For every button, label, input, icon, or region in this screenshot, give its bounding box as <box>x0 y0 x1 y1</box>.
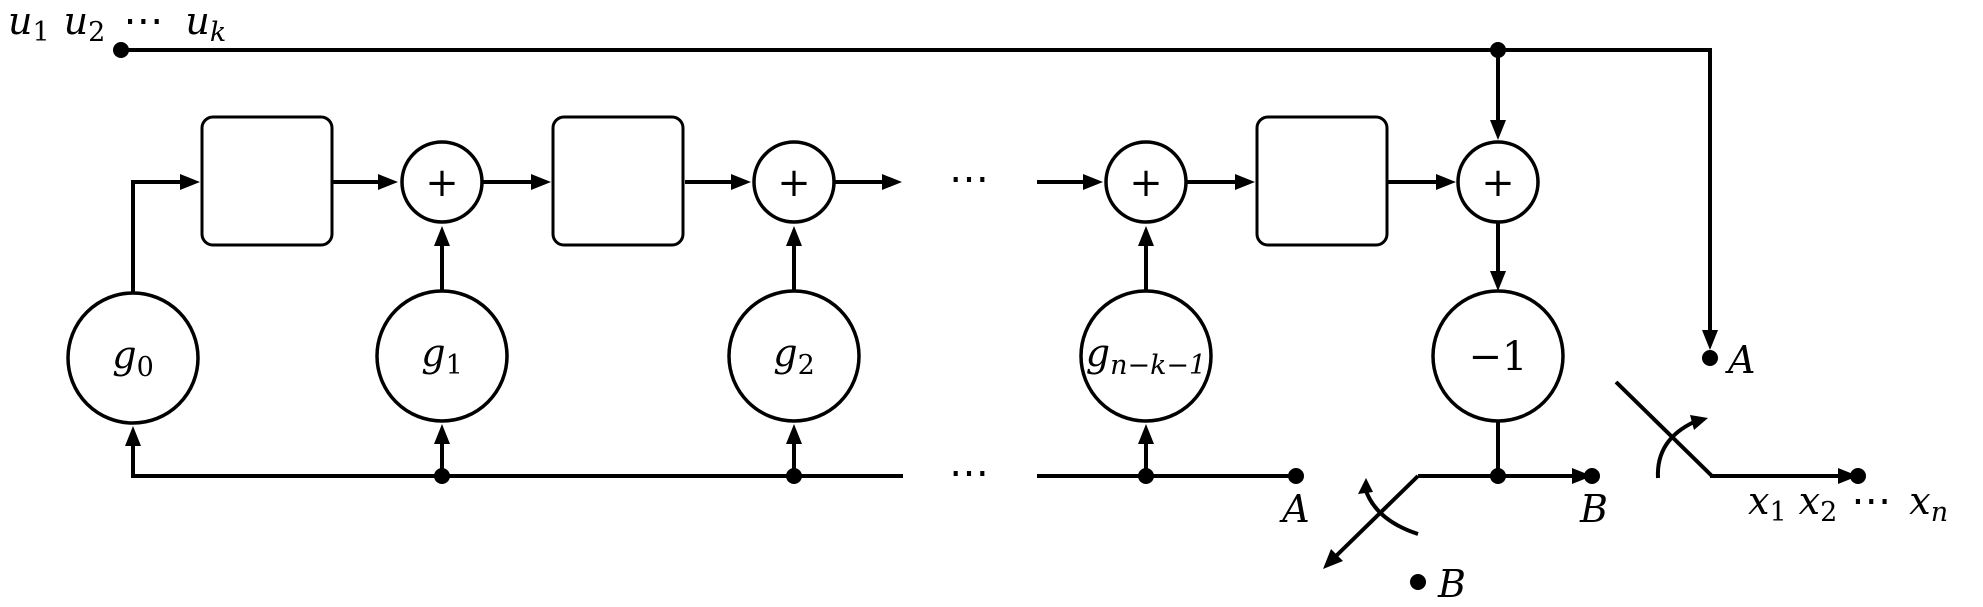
output-ellipsis: ⋯ <box>1851 478 1897 524</box>
arrow-input-to-a <box>1702 330 1718 350</box>
coefficient-g0-base: g <box>112 333 136 377</box>
shift-register-1 <box>200 115 334 247</box>
adder-3-symbol: + <box>1129 160 1163 206</box>
feedback-junction-1 <box>434 468 450 484</box>
arrow-g3-up <box>1138 226 1154 246</box>
switch1-label-b: B <box>1437 562 1466 606</box>
shift-registers <box>200 115 1389 247</box>
output-xn-base: x <box>1909 479 1930 523</box>
adder-1-symbol: + <box>425 160 459 206</box>
arrow-into-reg2 <box>531 174 551 190</box>
adder-4 <box>1456 140 1540 224</box>
coefficient-g1-sub: 1 <box>446 350 463 381</box>
switch2-label-a: A <box>1725 338 1755 382</box>
arrow-g1-up <box>434 226 450 246</box>
shift-register-3 <box>1255 115 1389 247</box>
arrow-feedback-g2 <box>786 424 802 444</box>
adder-2-symbol: + <box>777 160 811 206</box>
adder-4-symbol: + <box>1481 160 1515 206</box>
coefficient-gnk1 <box>1079 289 1213 423</box>
switch2-terminal-a <box>1702 350 1718 366</box>
coefficient-gnk1-base: g <box>1086 331 1110 375</box>
output-x2-base: x <box>1799 479 1820 523</box>
arrow-feedback-g0 <box>125 426 141 446</box>
input-u2-sub: 2 <box>88 17 105 48</box>
coefficient-gnk1-sub: n−k−1 <box>1110 350 1206 381</box>
feedback-junction-3 <box>1138 468 1154 484</box>
coefficient-g2-sub: 2 <box>798 350 815 381</box>
coefficient-gnk1-label: gn−k−1 <box>1086 331 1207 381</box>
coefficient-g1-label: g1 <box>421 331 463 381</box>
switch2-rotation-arrow <box>1690 415 1708 430</box>
input-ellipsis: ⋯ <box>123 0 169 44</box>
input-u1-base: u <box>8 0 32 43</box>
arrow-g2-up <box>786 226 802 246</box>
arrow-into-add1 <box>378 174 398 190</box>
wires <box>121 48 1840 558</box>
arrow-switch1-blade <box>1323 549 1343 569</box>
coefficient-g0 <box>66 291 200 425</box>
arrow-into-add4 <box>1436 174 1456 190</box>
coefficient-g1-base: g <box>421 331 445 375</box>
gain-output-junction <box>1490 468 1506 484</box>
input-uk-base: u <box>185 0 209 43</box>
arrow-to-b <box>1572 468 1592 484</box>
junction-dots <box>113 42 1866 590</box>
top-path-ellipsis: ⋯ <box>949 156 995 202</box>
switch1-blade <box>1334 474 1420 558</box>
coefficient-g2-base: g <box>773 331 797 375</box>
arrow-output <box>1838 468 1858 484</box>
output-sequence-label: x1 x2 ⋯ xn <box>1748 478 1948 528</box>
arrow-feedback-g1 <box>434 424 450 444</box>
coefficient-g0-sub: 0 <box>137 352 154 383</box>
output-x2-sub: 2 <box>1820 497 1837 528</box>
input-tap-junction <box>1490 42 1506 58</box>
adders: + + + + <box>400 140 1540 224</box>
input-uk-sub: k <box>210 17 226 48</box>
adder-1 <box>400 140 484 224</box>
input-u1-sub: 1 <box>32 17 49 48</box>
output-x1-base: x <box>1748 479 1769 523</box>
arrow-into-reg3 <box>1235 174 1255 190</box>
input-terminal <box>113 42 129 58</box>
switch2-label-b: B <box>1579 487 1608 531</box>
switch2-blade <box>1614 380 1714 478</box>
input-u2-base: u <box>64 0 88 43</box>
adder-3 <box>1104 140 1188 224</box>
input-sequence-label: u1 u2 ⋯ uk <box>8 0 226 48</box>
arrow-add4-to-gain <box>1490 271 1506 291</box>
output-xn-sub: n <box>1931 497 1948 528</box>
arrow-feedback-g3 <box>1138 424 1154 444</box>
adder-2 <box>752 140 836 224</box>
arrow-into-add3 <box>1083 174 1103 190</box>
feedback-gain-label: −1 <box>1469 334 1528 380</box>
switch1-rotation-arrow <box>1358 478 1373 494</box>
arrow-into-reg1 <box>180 174 200 190</box>
arrow-add2-out <box>882 174 902 190</box>
switch1-terminal-a <box>1288 468 1304 484</box>
arrow-into-add2 <box>731 174 751 190</box>
arrow-input-into-add4 <box>1490 120 1506 140</box>
coefficient-g2-label: g2 <box>773 331 815 381</box>
output-x1-sub: 1 <box>1769 497 1786 528</box>
bottom-path-ellipsis: ⋯ <box>949 450 995 496</box>
switch1-rotation-arc <box>1363 487 1419 536</box>
switch2-terminal-b <box>1584 468 1600 484</box>
feedback-gain-circle <box>1431 289 1565 423</box>
coefficient-g0-label: g0 <box>112 333 154 383</box>
output-terminal <box>1850 468 1866 484</box>
coefficient-g2 <box>727 289 861 423</box>
switch1-terminal-b <box>1410 574 1426 590</box>
switch2-rotation-arc <box>1655 420 1695 479</box>
feedback-junction-2 <box>786 468 802 484</box>
coefficient-multipliers: g0 g1 g2 gn−k−1 −1 <box>66 289 1565 425</box>
arrow-heads <box>125 120 1858 569</box>
coefficient-g1 <box>375 289 509 423</box>
switch1-label-a: A <box>1279 487 1309 531</box>
shift-register-2 <box>551 115 685 247</box>
